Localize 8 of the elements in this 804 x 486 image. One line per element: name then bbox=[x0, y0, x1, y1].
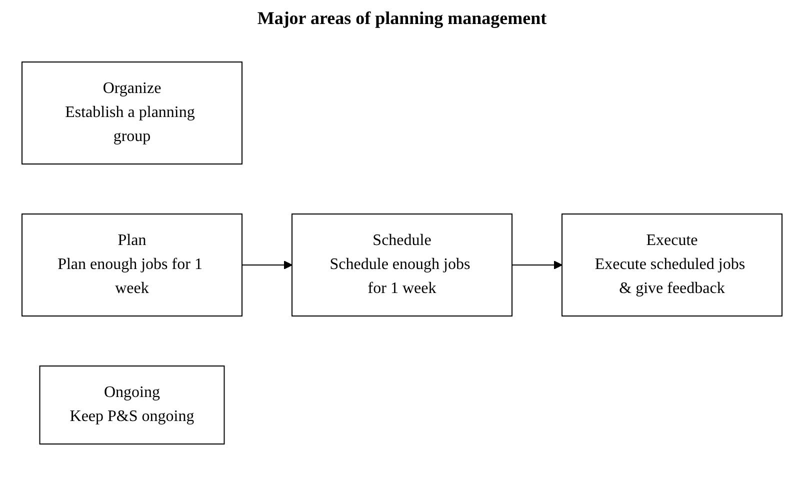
node-box: Execute Execute scheduled jobs & give feedback bbox=[562, 214, 782, 316]
node-box: Plan Plan enough jobs for 1 week bbox=[22, 214, 242, 316]
arrow bbox=[242, 260, 292, 270]
node-box: Ongoing Keep P&S ongoing bbox=[39, 366, 225, 444]
node-box: Organize Establish a planning group bbox=[22, 62, 242, 164]
node-box: Schedule Schedule enough jobs for 1 week bbox=[292, 214, 512, 316]
arrow bbox=[512, 260, 562, 270]
diagram-title: Major areas of planning management bbox=[256, 8, 548, 29]
